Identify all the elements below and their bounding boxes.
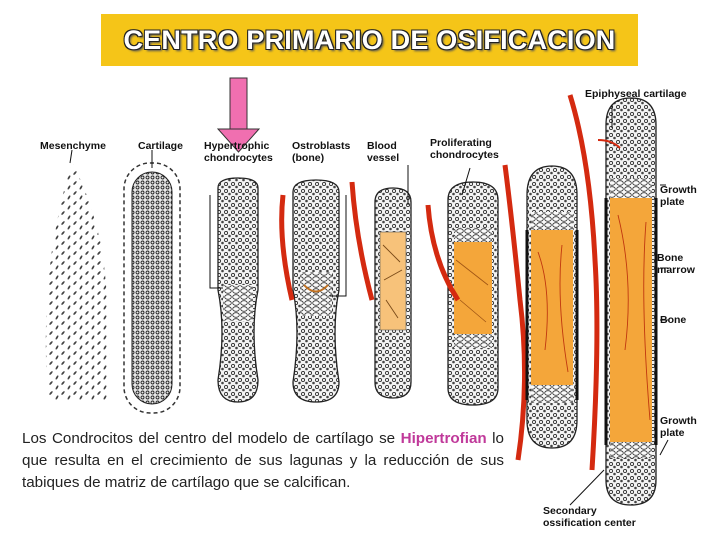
label-mesenchyme: Mesenchyme bbox=[40, 140, 106, 152]
label-hypertrophic: Hypertrophic chondrocytes bbox=[204, 140, 273, 164]
osteoblast-model bbox=[279, 179, 347, 403]
label-cartilage: Cartilage bbox=[138, 140, 183, 152]
label-osteoblasts: Ostroblasts (bone) bbox=[292, 140, 351, 164]
mature-bone-model bbox=[567, 94, 658, 506]
vessel-model bbox=[349, 181, 412, 399]
title-banner: CENTRO PRIMARIO DE OSIFICACION bbox=[101, 14, 638, 66]
label-bone-marrow: Bone marrow bbox=[657, 252, 695, 276]
label-proliferating: Proliferating chondrocytes bbox=[430, 137, 499, 161]
proliferating-model bbox=[425, 181, 499, 406]
mesenchyme-shape bbox=[45, 162, 110, 400]
label-growth-plate-top: Growth plate bbox=[660, 184, 697, 208]
description-highlight: Hipertrofian bbox=[400, 430, 487, 447]
later-stage-model bbox=[502, 164, 579, 461]
label-secondary-ossification: Secondary ossification center bbox=[543, 505, 636, 529]
leader-lines bbox=[69, 105, 669, 506]
description-part2: lo que resulta en el crecimiento de sus … bbox=[22, 430, 504, 491]
description-paragraph: Los Condrocitos del centro del modelo de… bbox=[22, 428, 504, 494]
page-title: CENTRO PRIMARIO DE OSIFICACION bbox=[123, 24, 616, 55]
label-blood-vessel: Blood vessel bbox=[367, 140, 400, 164]
label-growth-plate-bottom: Growth plate bbox=[660, 415, 697, 439]
label-bone: Bone bbox=[660, 314, 687, 326]
description-part1: Los Condrocitos del centro del modelo de… bbox=[22, 430, 401, 447]
hypertrophic-model bbox=[209, 177, 259, 403]
label-epiphyseal: Epiphyseal cartilage bbox=[585, 88, 687, 100]
